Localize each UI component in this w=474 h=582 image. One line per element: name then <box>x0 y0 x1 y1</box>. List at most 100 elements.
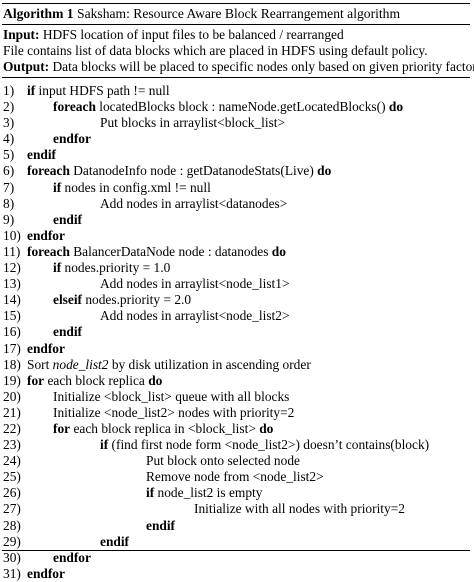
step-code: if nodes in config.xml != null <box>53 180 211 196</box>
keyword: if <box>100 437 109 453</box>
algorithm-step: 26)if node_list2 is empty <box>3 485 469 501</box>
algorithm-step: 9) endif <box>3 212 469 228</box>
step-number: 25) <box>3 469 21 485</box>
header-rule <box>2 77 470 78</box>
step-number: 26) <box>3 485 21 501</box>
step-code: endfor <box>27 228 65 244</box>
step-code: foreach DatanodeInfo node : getDatanodeS… <box>27 163 331 179</box>
bottom-rule <box>2 550 470 551</box>
step-text: by disk utilization in ascending order <box>108 356 311 372</box>
step-number: 22) <box>3 420 21 436</box>
input-text-2: File contains list of data blocks which … <box>3 43 428 58</box>
step-text: Sort <box>27 356 53 372</box>
step-text: Add nodes in arraylist<node_list1> <box>100 276 290 292</box>
step-text: each block replica in <block_list> <box>70 420 260 436</box>
caption-rule <box>2 24 470 25</box>
step-number: 6) <box>3 163 15 179</box>
step-code: Put block onto selected node <box>146 453 300 469</box>
step-code: endif <box>53 212 82 228</box>
step-code: endif <box>100 534 129 550</box>
keyword: foreach <box>53 99 96 115</box>
step-number: 24) <box>3 453 21 469</box>
step-number: 30) <box>3 549 21 565</box>
step-code: for each block replica do <box>27 373 162 389</box>
algorithm-step: 28)endif <box>3 518 469 534</box>
algorithm-step: 25) Remove node from <node_list2> <box>3 469 469 485</box>
step-text: Put blocks in arraylist<block_list> <box>100 115 286 131</box>
algorithm-label: Algorithm 1 <box>3 6 74 21</box>
step-number: 5) <box>3 147 15 163</box>
step-text: input HDFS path != null <box>35 83 170 98</box>
algorithm-step: 21)Initialize <node_list2> nodes with pr… <box>3 405 469 421</box>
step-code: endfor <box>27 566 65 582</box>
algorithm-step: 5)endif <box>3 147 469 163</box>
step-number: 23) <box>3 437 21 453</box>
keyword: do <box>148 372 163 388</box>
algorithm-step: 20) Initialize <block_list> queue with al… <box>3 389 469 405</box>
step-code: if nodes.priority = 1.0 <box>53 260 170 276</box>
step-text: each block replica <box>44 372 149 388</box>
step-number: 11) <box>3 243 21 259</box>
step-text: Initialize with all nodes with priority=… <box>194 501 405 517</box>
keyword: for <box>27 372 45 388</box>
step-number: 19) <box>3 372 21 388</box>
keyword: if <box>146 485 155 501</box>
keyword: endfor <box>53 131 91 147</box>
step-code: foreach locatedBlocks block : nameNode.g… <box>53 99 403 115</box>
keyword: do <box>388 99 404 115</box>
algorithm-step: 16)endif <box>3 324 469 340</box>
step-number: 9) <box>3 211 15 227</box>
step-number: 29) <box>3 533 21 549</box>
keyword: endif <box>100 533 130 549</box>
algorithm-step: 27) Initialize with all nodes with priori… <box>3 501 469 517</box>
algorithm-step: 6) foreach DatanodeInfo node : getDatanod… <box>3 163 469 179</box>
step-number: 1) <box>3 83 15 98</box>
output-line: Output: Data blocks will be placed to sp… <box>3 59 474 75</box>
keyword: do <box>259 420 274 436</box>
algorithm-step: 12) if nodes.priority = 1.0 <box>3 260 469 276</box>
step-text: nodes in config.xml != null <box>61 179 211 195</box>
step-text: Put block onto selected node <box>146 453 300 469</box>
step-code: Initialize with all nodes with priority=… <box>194 501 405 517</box>
algorithm-title: Saksham: Resource Aware Block Rearrangem… <box>73 6 401 21</box>
algorithm-step: 4) endfor <box>3 131 469 147</box>
step-number: 12) <box>3 260 21 276</box>
step-number: 13) <box>3 276 21 292</box>
keyword: endfor <box>27 340 65 356</box>
algorithm-step: 3)Put blocks in arraylist<block_list> <box>3 115 469 131</box>
step-code: endfor <box>27 341 65 357</box>
step-text: BalancerDataNode node : datanodes <box>69 243 272 259</box>
step-code: Add nodes in arraylist<node_list2> <box>100 308 290 324</box>
step-code: Sort node_list2 by disk utilization in a… <box>27 357 311 373</box>
input-text: HDFS location of input files to be balan… <box>39 27 344 42</box>
algorithm-step: 8)Add nodes in arraylist<datanodes> <box>3 196 469 212</box>
algorithm-step: 29) endif <box>3 534 469 550</box>
algorithm-step: 19) for each block replica do <box>3 373 469 389</box>
algorithm-caption: Algorithm 1 Saksham: Resource Aware Bloc… <box>3 5 400 22</box>
algorithm-step: 10)endfor <box>3 228 469 244</box>
algorithm-step: 15)Add nodes in arraylist<node_list2> <box>3 308 469 324</box>
keyword: for <box>53 420 71 436</box>
keyword: elseif <box>53 292 82 308</box>
step-number: 4) <box>3 131 15 147</box>
step-code: Initialize <block_list> queue with all b… <box>53 389 289 405</box>
step-text: nodes.priority = 1.0 <box>61 260 171 276</box>
algorithm-step: 11)foreach BalancerDataNode node : datan… <box>3 244 469 260</box>
keyword: do <box>317 163 332 179</box>
input-line-1: Input: HDFS location of input files to b… <box>3 27 344 43</box>
step-text: (find first node form <node_list2>) does… <box>108 437 430 453</box>
keyword: if <box>53 260 62 276</box>
keyword: do <box>271 243 286 259</box>
step-code: for each block replica in <block_list> d… <box>53 421 273 437</box>
step-code: endif <box>146 518 175 534</box>
algorithm-step: 31) endfor <box>3 566 469 582</box>
step-number: 20) <box>3 388 21 404</box>
step-number: 27) <box>3 501 21 517</box>
keyword: endfor <box>27 227 65 243</box>
step-number: 31) <box>3 565 21 581</box>
step-code: endfor <box>53 550 91 566</box>
step-text: Remove node from <node_list2> <box>146 469 324 485</box>
step-text: locatedBlocks block : nameNode.getLocate… <box>95 99 389 115</box>
algorithm-step: 23) if (find first node form <node_list2>… <box>3 437 469 453</box>
